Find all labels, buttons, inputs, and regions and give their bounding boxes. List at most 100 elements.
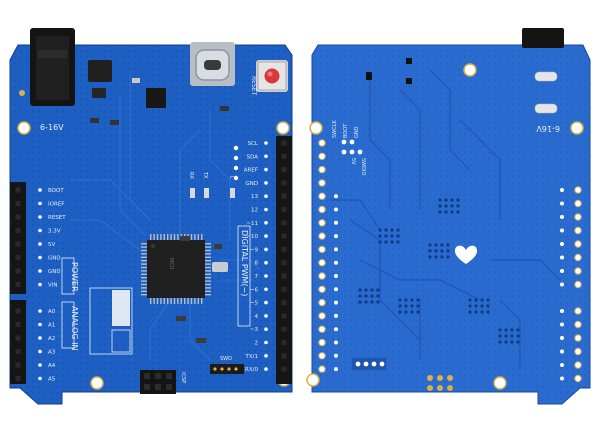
header-pin-pad [38,215,42,219]
header-pin-pad [38,336,42,340]
header-pin [15,214,21,220]
pin-label: 2 [255,341,259,347]
through-hole-pad [334,340,338,345]
through-hole-pad [318,205,326,214]
through-hole-pad [560,376,564,381]
header-pin-pad [38,242,42,246]
header-pin [15,241,21,247]
through-hole-pad [560,255,564,260]
digital-section-label: DIGITAL PWM(~) [240,230,249,296]
pin-label: RX/0 [245,367,258,373]
header-pin-pad [38,376,42,381]
back-power-analog-pins [560,186,582,383]
capacitor [180,236,190,241]
header-pin [281,246,287,252]
through-hole-pad [334,313,338,318]
header-pin [15,187,21,193]
header-pin [281,340,287,345]
silkscreen-block [89,287,133,355]
header-pin-pad [38,228,42,233]
mounting-hole [276,121,290,135]
through-hole-pad [334,353,338,358]
led-label-tx: TX [202,171,208,179]
header-pin-pad [38,269,42,273]
header-pin-pad [264,327,268,332]
header-pin-pad [264,181,268,185]
header-pin [15,308,21,314]
pin-label: TX/1 [245,354,258,360]
resistor [220,106,229,111]
through-hole-pad [334,287,338,292]
header-pin [281,153,287,159]
pin-label: SCL [248,141,259,147]
through-hole-pad [334,367,338,372]
header-pin-pad [264,154,268,159]
through-hole-pad [574,253,582,262]
header-pin-pad [264,314,268,318]
through-hole-pad [318,179,326,187]
pin-label: ~6 [250,287,259,293]
swd-label: SWD [220,356,232,362]
through-hole-pad [318,165,326,174]
usb-c-port [190,42,235,86]
through-hole-pad [574,320,582,329]
header-pin [15,376,21,381]
power-section-label: POWER [70,262,79,292]
through-hole-pad [574,374,582,383]
header-pin [15,362,21,368]
header-pin [281,180,287,186]
analog-section-label: ANALOG IN [70,306,79,351]
swd-header [210,364,244,374]
through-hole-pad [560,309,564,313]
mounting-hole [570,121,584,135]
header-pin [281,260,287,266]
header-pin [281,193,287,199]
through-hole-pad [318,312,326,320]
back-digital-pins [318,139,338,373]
through-hole-pad [560,363,564,367]
mounting-hole [19,90,25,96]
through-hole-pad [334,260,338,265]
pin-label: ~9 [250,247,259,253]
reset-button[interactable] [256,60,288,92]
pin-label: ~3 [250,327,259,333]
through-hole-pad [318,352,326,360]
pin-label: VIN [48,283,58,289]
header-pin [281,233,287,239]
dc-power-jack [30,28,75,106]
pin-label: GND [48,269,61,275]
header-pin-pad [38,201,42,206]
led-label-rx: RX [188,172,194,179]
digital-pad-column [233,145,239,181]
mounting-hole [17,121,31,135]
through-hole-pad [560,188,564,192]
header-pin [15,322,21,327]
through-hole-pad [334,220,338,225]
back-board: 6-16V SWCLK BOOT GND 5V SWDIO [306,28,591,405]
capacitor [196,338,206,343]
through-hole-pad [574,347,582,356]
header-pin [15,201,21,206]
back-label-swclk: SWCLK [332,120,338,138]
through-hole-pad [318,139,326,147]
analog-section-box [61,301,75,349]
through-hole-pad [318,259,326,267]
pin-label: 7 [255,274,259,280]
header-pin [15,268,21,274]
mounting-hole [90,376,104,390]
through-hole-pad [318,152,326,161]
through-hole-pad [574,213,582,221]
pin-label: 5V [48,242,55,248]
resistor [132,78,140,83]
header-pin [281,353,287,359]
through-hole-pad [574,280,582,289]
capacitor [214,244,222,249]
through-hole-pad [318,325,326,333]
silkscreen-block [112,290,130,326]
mounting-hole [463,63,477,77]
header-pin [281,140,287,146]
front-board: 6-16V RESET BOOTIOREFRESET3.3V5VGNDGNDVI… [9,28,293,405]
through-hole-pad [560,282,564,287]
